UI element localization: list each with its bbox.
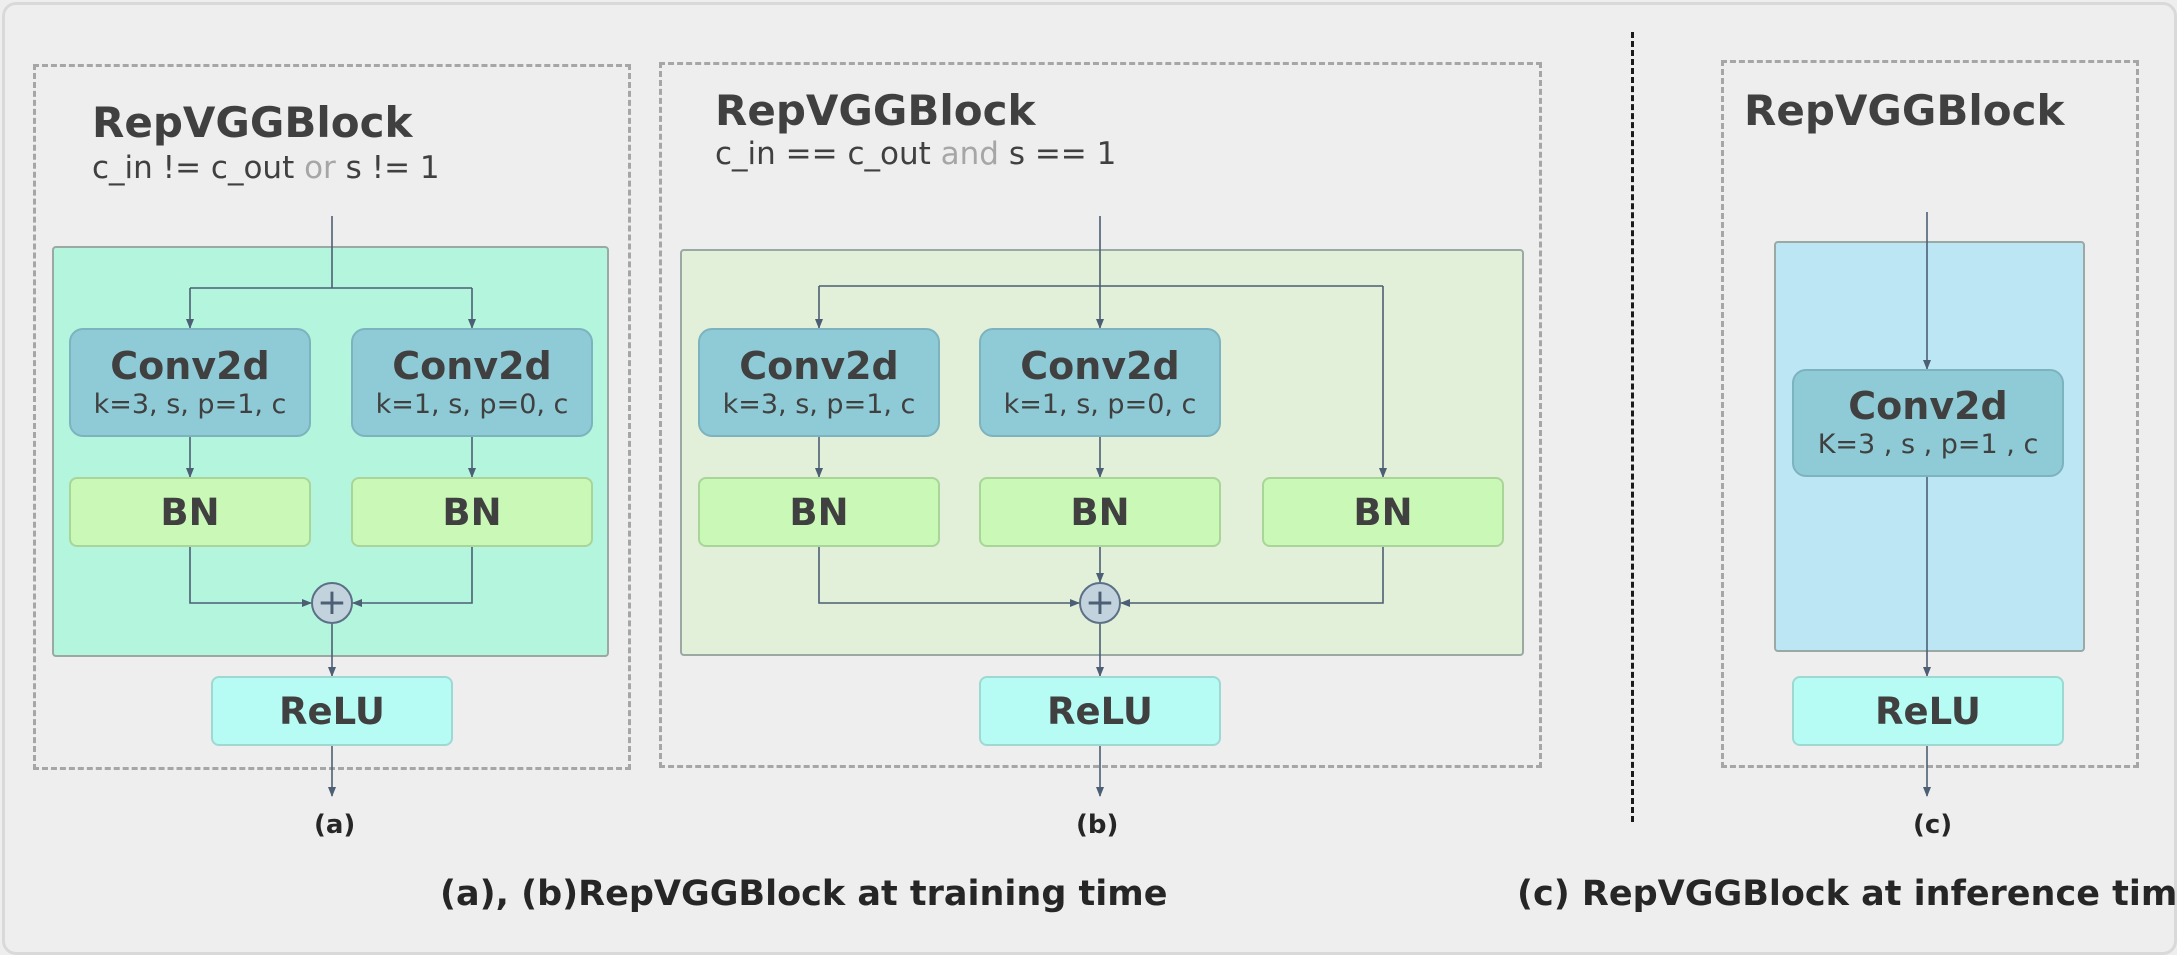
panel-divider — [1631, 32, 1634, 822]
panel-c-conv2d: Conv2d K=3 , s , p=1 , c — [1792, 369, 2064, 477]
panel-c-relu: ReLU — [1792, 676, 2064, 746]
panel-a-condition: c_in != c_out or s != 1 — [92, 150, 440, 186]
panel-b-add-node: + — [1079, 582, 1121, 624]
panel-a-title: RepVGGBlock — [92, 98, 413, 147]
panel-a-conv2d-1x1: Conv2d k=1, s, p=0, c — [351, 328, 593, 437]
panel-a-label: (a) — [314, 810, 356, 840]
panel-b-relu: ReLU — [979, 676, 1221, 746]
panel-b-conv2d-1x1: Conv2d k=1, s, p=0, c — [979, 328, 1221, 437]
panel-b-bn-middle: BN — [979, 477, 1221, 547]
panel-b-conv2d-3x3: Conv2d k=3, s, p=1, c — [698, 328, 940, 437]
panel-c-frame — [1721, 60, 2139, 768]
panel-b-condition: c_in == c_out and s == 1 — [715, 136, 1117, 172]
caption-inference: (c) RepVGGBlock at inference time — [1517, 874, 2177, 914]
panel-a-add-node: + — [311, 582, 353, 624]
panel-a-bn-left: BN — [69, 477, 311, 547]
panel-a-bn-right: BN — [351, 477, 593, 547]
panel-a-relu: ReLU — [211, 676, 453, 746]
panel-b-label: (b) — [1076, 810, 1119, 840]
panel-b-bn-identity: BN — [1262, 477, 1504, 547]
panel-c-title: RepVGGBlock — [1744, 86, 2065, 135]
panel-b-title: RepVGGBlock — [715, 86, 1036, 135]
panel-a-conv2d-3x3: Conv2d k=3, s, p=1, c — [69, 328, 311, 437]
caption-training: (a), (b)RepVGGBlock at training time — [440, 874, 1168, 914]
panel-b-bn-left: BN — [698, 477, 940, 547]
panel-c-label: (c) — [1913, 810, 1953, 840]
